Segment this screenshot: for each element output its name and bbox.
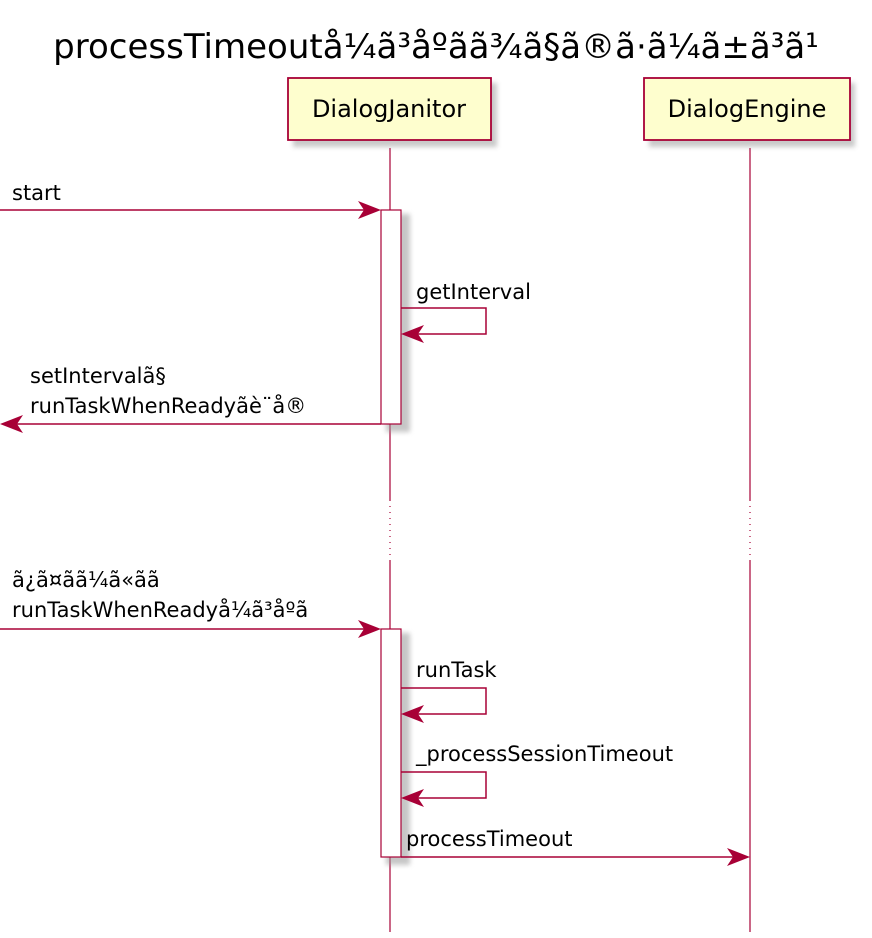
participant-dialogengine: DialogEngine bbox=[643, 77, 855, 147]
diagram-title: processTimeoutå¼ã³åºãã¾ã§ã®ã·ã¼ã±ã³ã¹ bbox=[53, 27, 819, 67]
message-label-getinterval: getInterval bbox=[416, 280, 531, 304]
message-label-start: start bbox=[12, 181, 61, 205]
message-timer-call: ã¿ã¤ãã¼ã«ãã runTaskWhenReadyå¼ã³åºã bbox=[0, 568, 381, 638]
participant-label-dialogengine: DialogEngine bbox=[668, 95, 827, 123]
message-setinterval: setIntervalã§ runTaskWhenReadyãè¨­å® bbox=[0, 364, 381, 433]
message-label-setinterval-line1: setIntervalã§ bbox=[30, 364, 166, 388]
message-label-timer-line1: ã¿ã¤ãã¼ã«ãã bbox=[12, 568, 160, 592]
message-label-processsessiontimeout: _processSessionTimeout bbox=[415, 742, 673, 767]
participant-dialogjanitor: DialogJanitor bbox=[287, 77, 497, 147]
message-processtimeout: processTimeout bbox=[401, 827, 750, 866]
message-processsessiontimeout: _processSessionTimeout bbox=[401, 742, 673, 807]
message-label-setinterval-line2: runTaskWhenReadyãè¨­å® bbox=[30, 393, 306, 418]
message-label-processtimeout: processTimeout bbox=[406, 827, 572, 851]
activation-bar-2 bbox=[380, 628, 410, 865]
activation-bar-1 bbox=[380, 209, 410, 432]
message-label-timer-line2: runTaskWhenReadyå¼ã³åºã bbox=[12, 597, 308, 622]
participant-label-dialogjanitor: DialogJanitor bbox=[312, 95, 466, 123]
message-start: start bbox=[0, 181, 381, 219]
message-getinterval: getInterval bbox=[401, 280, 531, 343]
message-runtask: runTask bbox=[401, 658, 497, 723]
message-label-runtask: runTask bbox=[416, 658, 497, 682]
